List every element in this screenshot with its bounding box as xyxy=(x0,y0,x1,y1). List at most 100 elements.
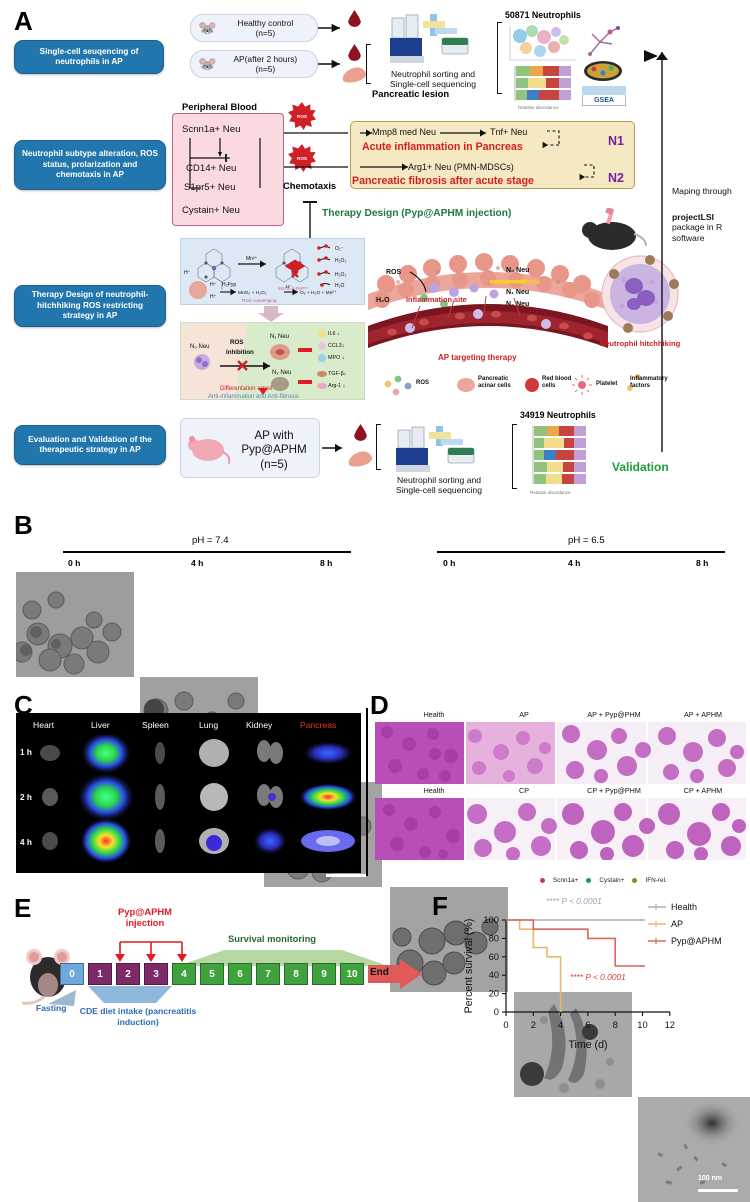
anti-marker-3: MPO ↓ xyxy=(328,355,345,361)
legend-acinar-label: Pancreatic acinar cells xyxy=(478,376,511,390)
svg-text:H₂O₂: H₂O₂ xyxy=(335,272,346,278)
svg-text:0: 0 xyxy=(494,1006,499,1017)
validation-label: Validation xyxy=(612,460,669,474)
survival-legend-item-pyp[interactable]: Pyp@APHM xyxy=(648,932,722,949)
blood-drop-icon-3 xyxy=(354,424,367,441)
group-healthy-control: 🐭 Healthy control (n=5) xyxy=(190,14,318,42)
panel-a-stage-label-2: Neutrophil subtype alteration, ROS statu… xyxy=(14,140,166,190)
svg-text:4: 4 xyxy=(558,1019,563,1030)
eval-mouse-icon xyxy=(188,436,230,465)
panel-e-day-9: 9 xyxy=(312,963,336,985)
analysis-brace-top xyxy=(497,22,502,94)
injection-mouse-icon xyxy=(582,208,647,250)
panel-d-label-r1-2: AP xyxy=(519,710,529,719)
stacked-bar-axis-bottom: Relative abundance xyxy=(530,490,571,495)
panel-c-time-1h: 1 h xyxy=(20,748,32,757)
svg-text:H⁺: H⁺ xyxy=(286,284,291,289)
panel-d-label-r1-3: AP + Pyp@PHM xyxy=(587,710,641,719)
svg-text:N₀ Neu: N₀ Neu xyxy=(190,344,210,350)
panel-a-stage-label-1: Single-cell seuqencing of neutrophils in… xyxy=(14,40,164,74)
floating-legend: Scnn1a+ Cystain+ IFN-rel. xyxy=(540,874,750,886)
svg-text:ROS: ROS xyxy=(230,339,243,346)
svg-text:10: 10 xyxy=(637,1019,647,1030)
svg-text:O₂⁻: O₂⁻ xyxy=(335,246,344,252)
svg-text:H₂Pyp: H₂Pyp xyxy=(222,282,236,288)
panel-e-survival-band xyxy=(178,950,388,966)
panel-e-day-0: 0 xyxy=(60,963,84,985)
anti-marker-4: TGF-β↓ xyxy=(328,371,347,377)
panel-b-time-2: 4 h xyxy=(191,558,204,568)
survival-legend-label-ap: AP xyxy=(671,918,684,929)
panel-e-day-4: 4 xyxy=(172,963,196,985)
panel-b-ph-rule-1 xyxy=(63,551,351,554)
stacked-bar-top xyxy=(514,66,571,101)
gsea-icon: GSEA xyxy=(582,86,626,106)
svg-text:6: 6 xyxy=(585,1019,590,1030)
survival-legend-item-ap[interactable]: AP xyxy=(648,915,722,932)
lesion-fibrosis: Pancreatic fibrosis after acute stage xyxy=(352,175,534,187)
panel-d-label-r2-4: CP + APHM xyxy=(683,786,723,795)
stacked-bar-bottom xyxy=(532,426,586,484)
panel-d-letter: D xyxy=(370,690,389,720)
svg-text:Time (d): Time (d) xyxy=(568,1039,607,1051)
svg-text:ROS scavenging: ROS scavenging xyxy=(242,298,277,303)
group-ap: 🐭 AP(after 2 hours) (n=5) xyxy=(190,50,318,78)
histology-texture-r1 xyxy=(381,725,744,783)
lesion-n2-tag: N2 xyxy=(608,171,624,185)
mapping-arrow-head xyxy=(644,50,658,62)
panel-c-organ-spleen: Spleen xyxy=(142,720,169,730)
svg-text:2: 2 xyxy=(531,1019,536,1030)
svg-text:MnO₂ + H₂O₂: MnO₂ + H₂O₂ xyxy=(238,290,267,296)
panel-e-survival-label: Survival monitoring xyxy=(228,933,317,944)
neutrophil-count-bottom: 34919 Neutrophils xyxy=(520,410,596,420)
svg-text:Differentation arrest: Differentation arrest xyxy=(220,386,273,392)
survival-legend-label-health: Health xyxy=(671,901,698,912)
svg-text:H₂O₂: H₂O₂ xyxy=(335,258,346,264)
eval-arrow xyxy=(322,443,342,453)
anti-marker-5: Arg-1 ↓ xyxy=(328,383,346,389)
panel-a-stage-label-3: Therapy Design of neutrophil-hitchhiking… xyxy=(14,285,166,327)
panel-a-legend xyxy=(384,374,641,396)
panel-b-time-1: 0 h xyxy=(68,558,81,568)
eval-group-n: (n=5) xyxy=(260,458,288,471)
group-ap-label: AP(after 2 hours) xyxy=(233,53,298,64)
neutrophil-count-top: 50871 Neutrophils xyxy=(505,10,581,20)
svg-text:H₂O: H₂O xyxy=(335,283,345,289)
tem-scalebar-1 xyxy=(326,874,366,877)
ap-targeting-tissue-illustration: Block ROS N₀ Neu N₁ Neu N₂ Neu H₂O Infla… xyxy=(368,253,608,362)
svg-text:H₂O: H₂O xyxy=(376,297,390,304)
panel-e-day-7: 7 xyxy=(256,963,280,985)
legend-inflammatory-label: Inflammatory factors xyxy=(630,376,668,390)
panel-a-stage-label-4: Evaluation and Validation of the therape… xyxy=(14,425,166,465)
panel-b-ph-label-2: pH = 6.5 xyxy=(568,535,605,546)
group-ap-n: (n=5) xyxy=(255,64,276,74)
panel-e-cde-label: CDE diet intake (pancreatitis induction) xyxy=(79,1006,197,1027)
chemotaxis-label: Chemotaxis xyxy=(283,180,337,191)
panel-e-fasting-label: Fasting xyxy=(36,1003,67,1013)
tem-image-1 xyxy=(16,572,134,677)
panel-c-time-4h: 4 h xyxy=(20,838,32,847)
svg-text:20: 20 xyxy=(489,988,499,999)
survival-legend-item-health[interactable]: Health xyxy=(648,898,722,915)
panel-a-letter: A xyxy=(14,6,33,36)
svg-text:100: 100 xyxy=(483,914,499,925)
svg-text:N₁ Neu: N₁ Neu xyxy=(270,334,289,340)
peripheral-blood-box xyxy=(172,113,284,226)
svg-text:12: 12 xyxy=(665,1019,675,1030)
peripheral-blood-title: Peripheral Blood xyxy=(182,101,258,112)
panel-e-day-8: 8 xyxy=(284,963,308,985)
panel-b-time-3: 8 h xyxy=(320,558,333,568)
floating-legend-label-3: IFN-rel. xyxy=(645,876,667,884)
group-healthy-label: Healthy control xyxy=(237,17,294,28)
kegg-icon xyxy=(584,61,622,81)
legend-line-pyp xyxy=(648,937,666,944)
svg-text:GSEA: GSEA xyxy=(594,97,614,104)
svg-text:Neutrophil hitchhiking: Neutrophil hitchhiking xyxy=(600,339,681,348)
sequencer-illustration-top xyxy=(390,14,469,63)
svg-text:Anti-inflammation and Anti-fib: Anti-inflammation and Anti-fibrosis xyxy=(208,394,299,400)
panel-c-time-2h: 2 h xyxy=(20,793,32,802)
validation-feedback-path xyxy=(656,52,668,452)
panel-d-label-r2-3: CP + Pyp@PHM xyxy=(587,786,641,795)
panel-e-injection-arrows xyxy=(115,941,187,962)
panel-d-label-r2-2: CP xyxy=(519,786,529,795)
